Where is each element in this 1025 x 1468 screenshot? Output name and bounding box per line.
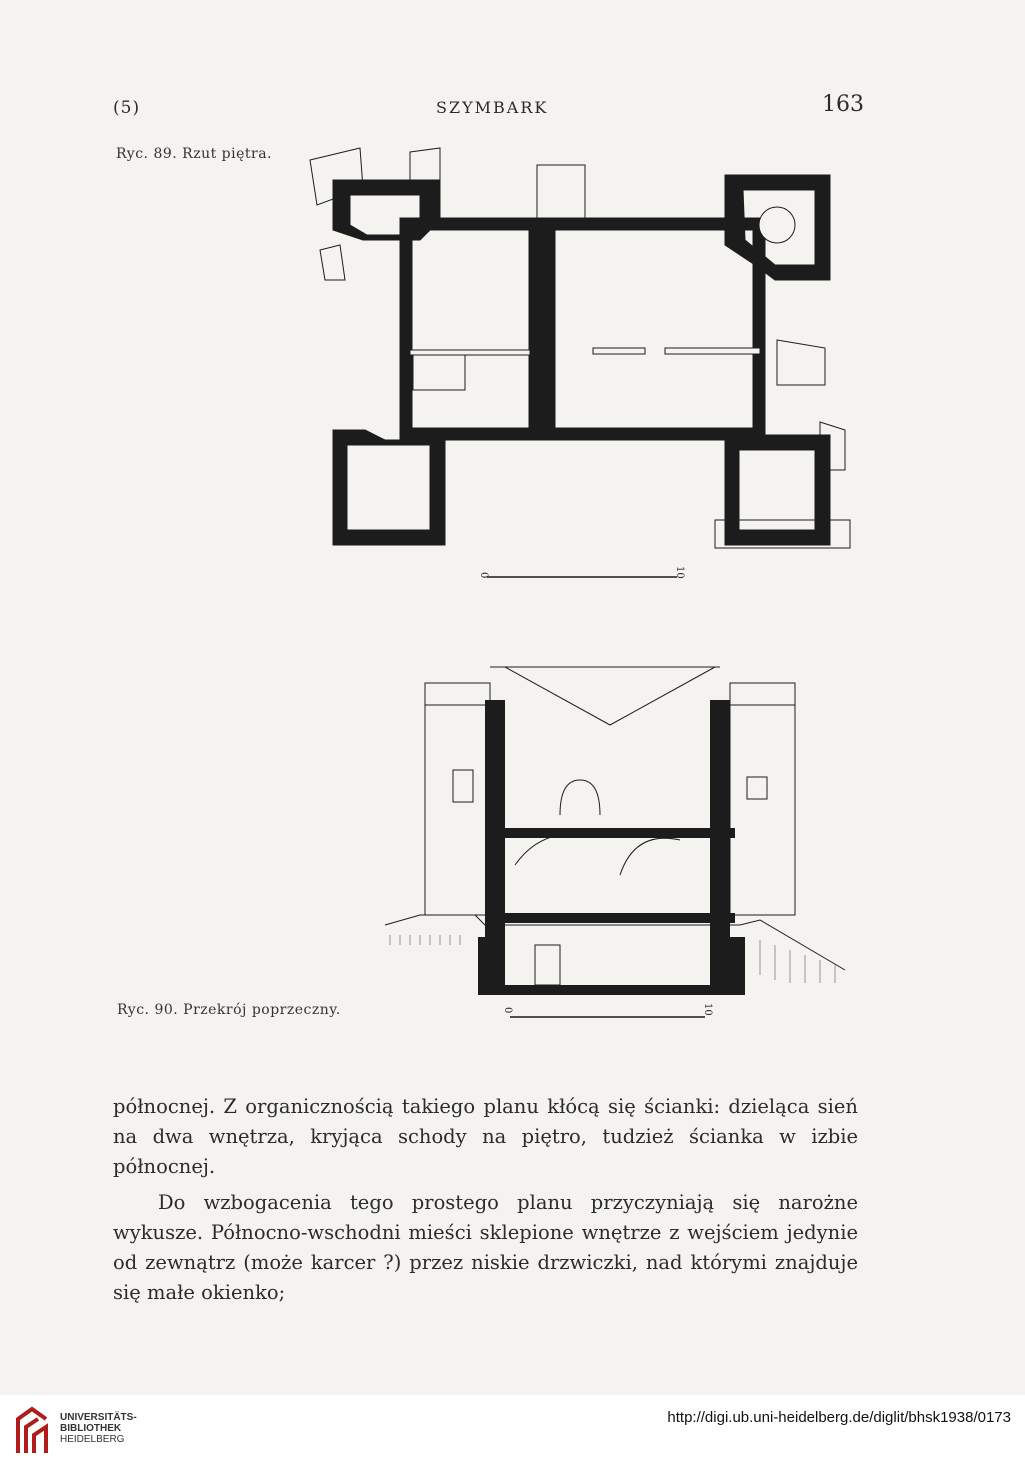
floor-plan-figure: 0 10: [309, 147, 851, 579]
section-right-window: [746, 776, 768, 800]
section-ground: [384, 914, 846, 971]
plan-buttress-2: [409, 147, 441, 183]
plan-buttress-7: [319, 244, 346, 281]
plan-buttress-1: [309, 147, 364, 206]
plan-buttress-3: [536, 164, 586, 226]
plan-tower-sw: [332, 429, 446, 546]
plan-tower-nw: [332, 179, 441, 241]
section-upper-floor: [485, 828, 735, 838]
plan-tower-se: [724, 434, 831, 546]
section-ground-floor: [490, 913, 735, 923]
plan-buttress-6: [714, 519, 851, 549]
page-number: 163: [822, 92, 864, 117]
section-left-window: [452, 769, 474, 803]
section-cellar-floor: [485, 985, 730, 995]
figure-90-caption: Ryc. 90. Przekrój poprzeczny.: [117, 1002, 341, 1018]
book-page: (5) SZYMBARK 163 Ryc. 89. Rzut piętra.: [113, 92, 864, 1308]
plan-tower-ne: [724, 174, 831, 281]
section-number: (5): [113, 98, 141, 118]
plan-stair-sw: [412, 354, 466, 391]
library-name: UNIVERSITÄTS- BIBLIOTHEK HEIDELBERG: [60, 1412, 137, 1445]
plan-scale-zero: 0: [478, 572, 489, 578]
section-left-tower: [424, 704, 491, 916]
plan-scale-ten: 10: [674, 566, 685, 579]
library-footer: UNIVERSITÄTS- BIBLIOTHEK HEIDELBERG http…: [0, 1395, 1025, 1468]
body-text: północnej. Z organicznością takiego plan…: [113, 1092, 858, 1308]
cross-section-figure: 0 10: [384, 666, 846, 1018]
section-left-wall: [485, 700, 505, 995]
figure-89-caption: Ryc. 89. Rzut piętra.: [116, 146, 273, 162]
running-title: SZYMBARK: [436, 98, 549, 117]
section-scale-zero: 0: [502, 1007, 513, 1013]
section-right-wall: [710, 700, 730, 995]
paragraph-2: Do wzbogacenia tego prostego planu przyc…: [113, 1191, 858, 1304]
plan-buttress-4: [776, 339, 826, 386]
plan-partition: [528, 229, 556, 429]
permalink-url[interactable]: http://digi.ub.uni-heidelberg.de/diglit/…: [667, 1409, 1011, 1426]
plan-outer-wall: [399, 217, 766, 441]
paragraph-1: północnej. Z organicznością takiego plan…: [113, 1095, 858, 1178]
section-ground-hatch: [389, 935, 836, 983]
section-right-tower: [729, 704, 796, 916]
section-scale-ten: 10: [702, 1003, 713, 1016]
plan-spiral-stair: [758, 206, 796, 244]
plan-buttress-5: [819, 421, 846, 471]
university-library-logo-icon: [16, 1406, 48, 1453]
